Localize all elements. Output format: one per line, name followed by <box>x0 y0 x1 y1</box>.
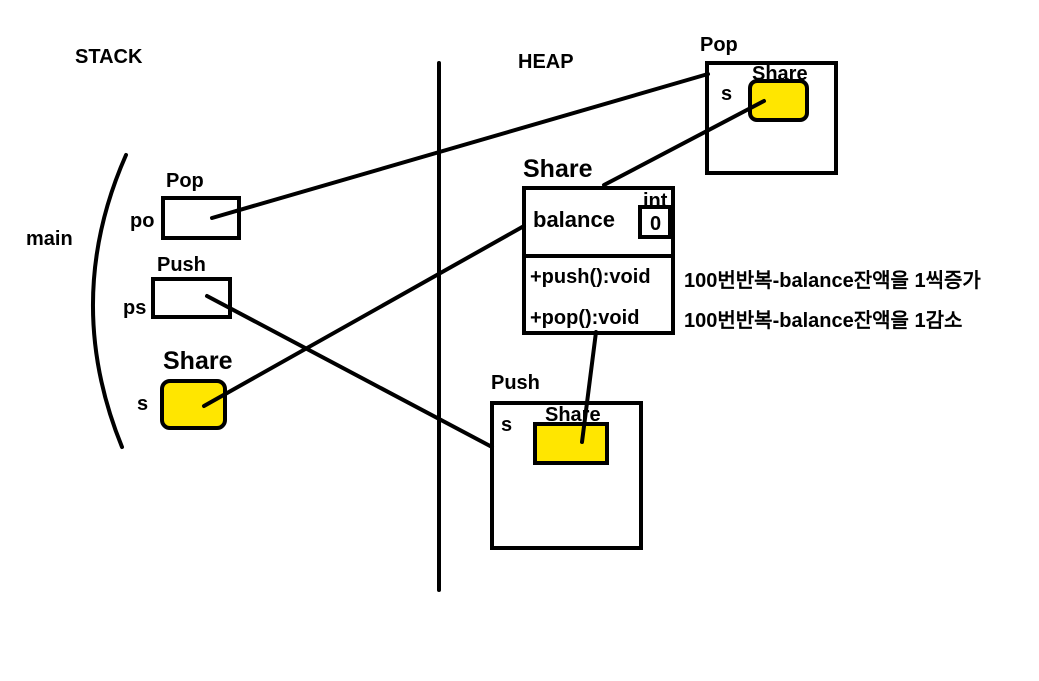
ref-pop-s-to-share <box>602 99 766 187</box>
po-slot <box>161 196 241 240</box>
main-frame-bracket <box>91 153 128 449</box>
ref-s-to-share <box>202 224 526 408</box>
ref-ps-to-push-object <box>205 294 494 449</box>
share-method-pop-note: 100번반복-balance잔액을 1감소 <box>684 309 962 332</box>
heap-title: HEAP <box>518 51 574 73</box>
pop-object-type: Pop <box>700 34 738 56</box>
s-var-name: s <box>137 393 148 415</box>
ps-var-name: ps <box>123 297 146 319</box>
ref-po-to-pop-object <box>210 72 710 220</box>
pop-object-field-name: s <box>721 83 732 105</box>
po-type-label: Pop <box>166 170 204 192</box>
share-field-value: 0 <box>650 213 661 235</box>
pop-object-share-ref <box>748 79 809 122</box>
s-type-label: Share <box>163 347 233 375</box>
stack-title: STACK <box>75 46 143 68</box>
s-slot <box>160 379 227 430</box>
push-object-field-name: s <box>501 414 512 436</box>
main-frame-label: main <box>26 228 73 250</box>
share-method-push-note: 100번반복-balance잔액을 1씩증가 <box>684 269 981 292</box>
ps-type-label: Push <box>157 254 206 276</box>
share-field-balance: balance <box>533 207 615 232</box>
share-class-name: Share <box>523 155 593 183</box>
ref-push-s-to-share <box>580 330 598 444</box>
share-method-push: +push():void <box>530 266 651 288</box>
ps-slot <box>151 277 232 319</box>
push-object-share-ref <box>533 422 609 465</box>
push-object-type: Push <box>491 372 540 394</box>
share-method-pop: +pop():void <box>530 307 639 329</box>
share-field-value-box <box>638 205 672 239</box>
po-var-name: po <box>130 210 154 232</box>
